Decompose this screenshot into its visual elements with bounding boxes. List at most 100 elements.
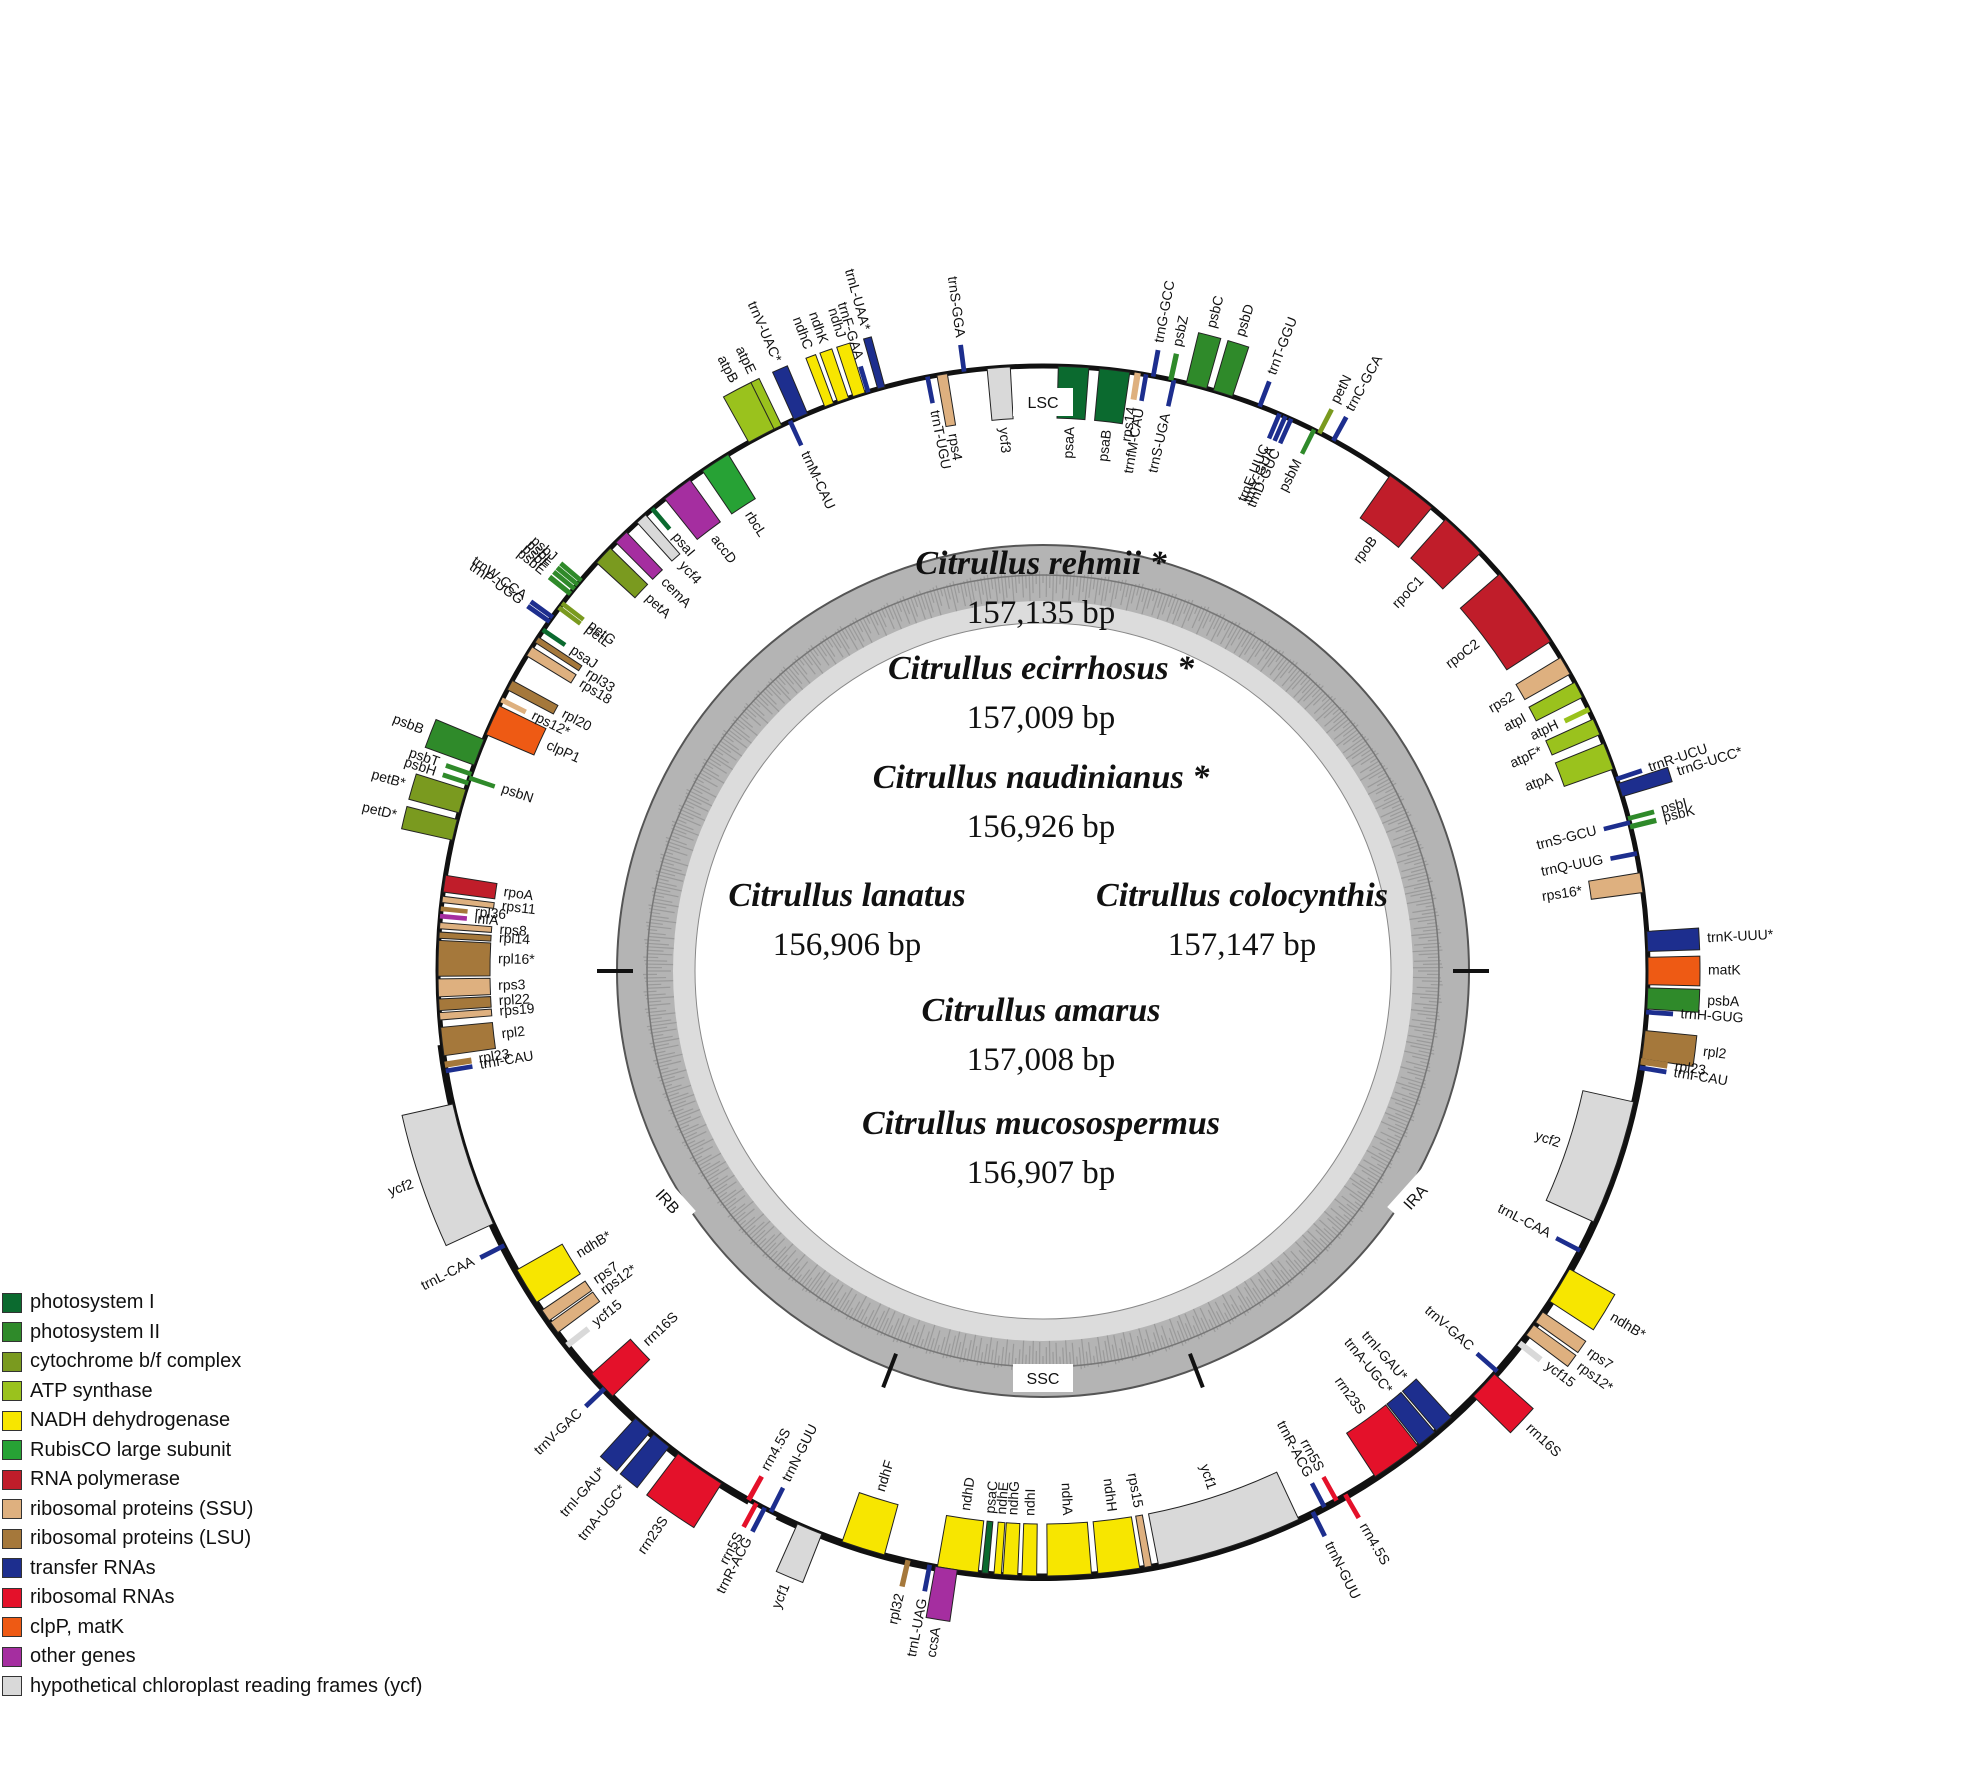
- gc-content-bar: [1121, 1329, 1130, 1358]
- gene-block: [1563, 707, 1591, 724]
- gc-content-bar: [650, 1019, 672, 1024]
- gene-label: rpl16*: [498, 950, 535, 967]
- gene-block: [858, 365, 871, 393]
- gc-content-bar: [1299, 1231, 1322, 1255]
- gc-content-bar: [657, 1069, 688, 1079]
- species-name: Citrullus lanatus: [728, 877, 965, 914]
- gene-feature: rps3: [437, 976, 526, 998]
- gc-content-bar: [792, 661, 811, 684]
- gene-block: [1094, 368, 1131, 425]
- gene-block: [584, 1386, 607, 1409]
- gc-content-bar: [1109, 580, 1116, 608]
- gene-block: [1554, 742, 1614, 788]
- gc-content-bar: [997, 575, 1001, 594]
- gc-content-bar: [652, 901, 681, 908]
- gc-content-bar: [1358, 764, 1386, 782]
- gc-content-bar: [1249, 1278, 1267, 1302]
- gc-content-bar: [871, 1317, 879, 1330]
- gc-content-bar: [787, 1253, 807, 1275]
- gene-block: [936, 373, 957, 428]
- legend-label: other genes: [30, 1645, 136, 1668]
- gc-content-bar: [665, 851, 674, 855]
- gc-content-bar: [1354, 1201, 1365, 1209]
- gc-content-bar: [1349, 1193, 1366, 1206]
- gc-content-bar: [1391, 803, 1403, 809]
- map-ring-layer: [435, 363, 1651, 1582]
- gc-content-bar: [1098, 577, 1103, 596]
- gene-label: matK: [1708, 962, 1741, 978]
- gc-content-bar: [1078, 575, 1082, 601]
- gc-content-bar: [909, 596, 919, 617]
- gc-content-bar: [1301, 680, 1315, 694]
- gene-block: [506, 679, 559, 715]
- gc-content-bar: [1176, 1330, 1184, 1346]
- gc-content-bar: [1014, 573, 1018, 593]
- gene-block: [701, 453, 756, 515]
- gc-content-bar: [1385, 787, 1395, 794]
- gc-content-bar: [702, 762, 714, 770]
- gc-content-bar: [1425, 990, 1440, 993]
- gc-content-bar: [1192, 1315, 1203, 1338]
- gene-feature: trnN-GUU: [1310, 1510, 1364, 1602]
- gc-content-bar: [1192, 1325, 1200, 1340]
- gene-block: [1185, 332, 1222, 390]
- gc-content-bar: [1394, 1102, 1416, 1111]
- gc-content-bar: [890, 604, 903, 632]
- gc-content-bar: [883, 604, 895, 630]
- legend-item: ribosomal proteins (LSU): [2, 1524, 422, 1554]
- gc-content-bar: [1277, 1260, 1294, 1281]
- gc-content-bar: [1260, 1287, 1269, 1299]
- gc-content-bar: [983, 576, 990, 609]
- gc-content-bar: [644, 942, 669, 946]
- legend-label: RNA polymerase: [30, 1468, 181, 1491]
- gc-content-bar: [1153, 1322, 1163, 1349]
- gene-feature: trnS-GCU: [1535, 820, 1631, 853]
- gc-content-bar: [1359, 1180, 1376, 1192]
- gc-content-bar: [775, 1241, 795, 1264]
- gc-content-bar: [1105, 1331, 1113, 1362]
- gc-content-bar: [997, 1355, 1000, 1368]
- gene-block: [1555, 1236, 1582, 1253]
- gc-content-bar: [932, 587, 942, 616]
- gc-content-bar: [1399, 1065, 1426, 1075]
- gc-content-bar: [1387, 1095, 1416, 1108]
- gene-label: ycf3: [996, 427, 1014, 454]
- gc-content-bar: [1411, 992, 1441, 996]
- gc-content-bar: [1221, 1293, 1237, 1320]
- gene-feature: infA: [439, 910, 500, 928]
- gene-label: accD: [708, 531, 740, 566]
- gc-content-bar: [747, 1221, 765, 1238]
- gene-feature: trnV-GAC: [530, 1386, 607, 1458]
- gc-content-bar: [1281, 667, 1299, 687]
- gene-feature: rpl36: [440, 903, 507, 922]
- legend-label: NADH dehydrogenase: [30, 1409, 231, 1432]
- region-label-bg-lsc: [1013, 388, 1073, 416]
- gc-content-bar: [892, 1311, 907, 1343]
- gene-block: [408, 773, 467, 814]
- gc-content-bar: [647, 953, 673, 956]
- gene-block: [787, 419, 804, 447]
- gc-content-bar: [1333, 722, 1356, 740]
- gc-content-bar: [1156, 593, 1163, 608]
- gc-content-bar: [685, 795, 702, 805]
- gc-content-bar: [834, 631, 852, 659]
- region-boundary-tick: [1188, 1353, 1205, 1389]
- gene-block: [664, 478, 721, 541]
- gene-block: [590, 1338, 651, 1397]
- gene-block: [479, 1243, 506, 1260]
- gc-content-bar: [1168, 1328, 1177, 1346]
- center-disc: [694, 622, 1392, 1320]
- gc-content-bar: [1323, 704, 1339, 719]
- gene-label: clpP1: [544, 737, 583, 766]
- gc-content-bar: [1404, 880, 1433, 889]
- gc-content-bar: [1417, 918, 1436, 923]
- species-name: Citrullus amarus: [921, 992, 1160, 1029]
- legend-item: NADH dehydrogenase: [2, 1406, 422, 1436]
- gene-feature: rpl32: [884, 1559, 911, 1626]
- gc-content-bar: [708, 757, 722, 767]
- gc-content-bar: [1092, 578, 1096, 590]
- gene-feature: psbI: [1627, 794, 1689, 821]
- gc-content-bar: [856, 1308, 864, 1322]
- region-label-lsc: LSC: [1027, 395, 1058, 412]
- gene-label: trnS-UGA: [1144, 411, 1173, 474]
